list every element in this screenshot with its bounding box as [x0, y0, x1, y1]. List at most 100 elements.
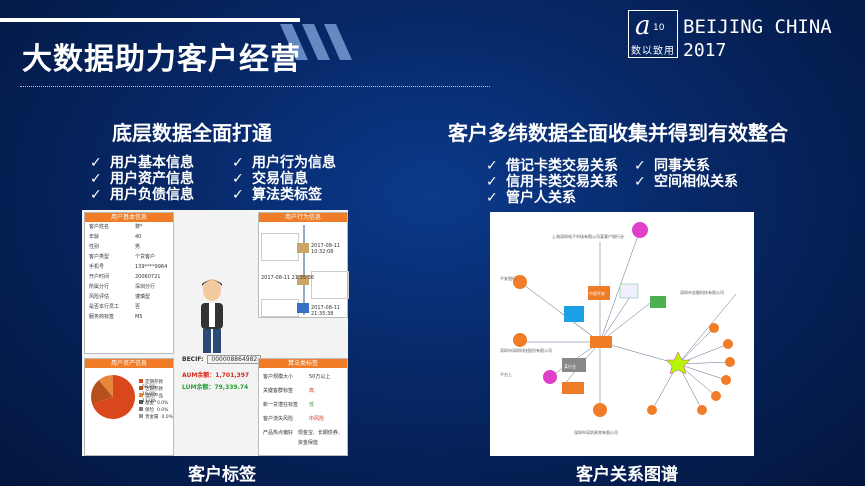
graph-node-hub[interactable] — [665, 351, 691, 375]
customer-avatar — [201, 279, 223, 353]
info-key: 年龄 — [89, 234, 100, 240]
page-title: 大数据助力客户经营 — [22, 42, 301, 77]
timeline-time: 2017-08-11 10:32:08 — [311, 243, 341, 255]
relationship-graph-panel: 上海深圳电子市场有限公司某客户银行业 深圳市金融科技有限公司 平安银行 中国平安… — [490, 212, 754, 456]
algo-row: 新一贷潜在标签低 — [259, 400, 347, 414]
check-item: ✓空间相似关系 — [634, 174, 738, 190]
graph-node-center[interactable] — [590, 336, 612, 348]
algo-row: 产品热点偏好现金宝、长期债券、资金保值 — [259, 428, 347, 446]
graph-label: 深圳市深圳科技股份有限公司 — [500, 347, 552, 353]
graph-label: 上海深圳电子市场有限公司某客户银行业 — [552, 233, 624, 239]
graph-node-bank[interactable] — [562, 382, 584, 394]
alipay-icon[interactable] — [564, 306, 584, 322]
info-row: 所属分行 深圳分行 — [85, 282, 173, 292]
timeline-event-box — [261, 233, 299, 261]
wechat-icon[interactable] — [650, 296, 666, 308]
phone-icon — [297, 303, 309, 313]
info-value: 个贷客户 — [135, 254, 156, 260]
folder-icon — [297, 275, 309, 285]
algo-row: 客户流失风险中风险 — [259, 414, 347, 428]
graph-node[interactable] — [697, 405, 707, 415]
timeline-event-box — [261, 299, 299, 317]
check-item: ✓交易信息 — [232, 171, 308, 187]
info-value: 深圳分行 — [135, 284, 156, 290]
event-year: 2017 — [683, 40, 727, 61]
algo-row: 关键客群标签高 — [259, 386, 347, 400]
check-item: ✓用户负债信息 — [90, 187, 194, 203]
graph-leaf-nodes — [593, 323, 735, 417]
graph-label: 深圳市金融科技有限公司 — [680, 289, 724, 295]
pie-slice — [92, 375, 135, 419]
check-item: ✓同事关系 — [634, 158, 710, 174]
card-header: 算法类标签 — [259, 359, 347, 368]
algo-key: 客户流失风险 — [263, 416, 294, 422]
right-section-heading: 客户多纬数据全面收集并得到有效整合 — [448, 121, 788, 145]
graph-node[interactable] — [709, 323, 719, 333]
check-item: ✓用户基本信息 — [90, 155, 194, 171]
legend-label: 定期存款 — [145, 380, 163, 385]
info-key: 客户类型 — [89, 254, 110, 260]
right-checklist-col2: ✓同事关系 ✓空间相似关系 — [634, 158, 738, 190]
graph-node[interactable] — [562, 358, 586, 372]
legend-item: 定期存款68.8% — [139, 379, 173, 390]
becif-row: BECIF: 000008864982 — [182, 355, 262, 364]
aum-balance: AUM余额：1,701,397 — [182, 372, 250, 379]
graph-node-app[interactable] — [619, 283, 639, 299]
legend-value: 19.0% — [142, 392, 157, 397]
graph-node-magenta[interactable] — [632, 222, 648, 238]
graph-label: 中国平安 — [589, 290, 605, 296]
graph-node[interactable] — [723, 339, 733, 349]
legend-item: 理财产品11.0% — [139, 393, 173, 404]
left-caption: 客户标签 — [188, 465, 256, 485]
lum-balance: LUM余额：79,339.74 — [182, 384, 249, 391]
card-header: 用户基本信息 — [85, 213, 173, 222]
algo-key: 新一贷潜在标签 — [263, 402, 299, 408]
info-key: 风险评估 — [89, 294, 110, 300]
legend-label: 理财产品 — [145, 394, 163, 399]
event-city: BEIJING CHINA — [683, 16, 832, 38]
info-row: 客户姓名 黎* — [85, 222, 173, 232]
graph-node[interactable] — [513, 333, 527, 347]
folder-icon — [297, 243, 309, 253]
info-key: 客户姓名 — [89, 224, 110, 230]
header-top-rule — [0, 18, 300, 22]
graph-node[interactable] — [593, 403, 607, 417]
info-value: 40 — [135, 234, 142, 240]
legend-value: 0.0% — [157, 401, 169, 406]
graph-node[interactable] — [711, 391, 721, 401]
pie-slice — [98, 375, 113, 397]
legend-value: 0.0% — [157, 408, 169, 413]
graph-node[interactable] — [721, 375, 731, 385]
algo-value: 50万以上 — [309, 374, 331, 380]
check-item: ✓算法类标签 — [232, 187, 322, 203]
info-row: 年龄 40 — [85, 232, 173, 242]
info-value: 谨慎型 — [135, 294, 151, 300]
graph-node[interactable] — [725, 357, 735, 367]
legend-swatch — [139, 379, 143, 383]
graph-node-magenta[interactable] — [543, 370, 557, 384]
check-item: ✓管户人关系 — [486, 190, 576, 206]
graph-node[interactable] — [513, 275, 527, 289]
info-value: 黎* — [135, 224, 143, 230]
graph-node[interactable] — [647, 405, 657, 415]
info-key: 所属分行 — [89, 284, 110, 290]
legend-swatch — [139, 386, 143, 390]
graph-node-bank[interactable] — [588, 286, 610, 300]
brand-logo: a 10 数以致用 — [628, 10, 678, 58]
algo-value: 现金宝、长期债券、资金保值 — [297, 430, 343, 446]
becif-label: BECIF: — [182, 356, 204, 363]
check-item: ✓信用卡类交易关系 — [486, 174, 618, 190]
info-row: 客户类型 个贷客户 — [85, 252, 173, 262]
legend-label: 保险 — [145, 408, 154, 413]
info-row: 性别男 — [85, 242, 173, 252]
graph-label: 某行业 — [564, 363, 576, 369]
legend-swatch — [139, 393, 143, 397]
info-key: 服务商标签 — [89, 314, 115, 320]
left-checklist-col1: ✓用户基本信息 ✓用户资产信息 ✓用户负债信息 — [90, 155, 194, 203]
